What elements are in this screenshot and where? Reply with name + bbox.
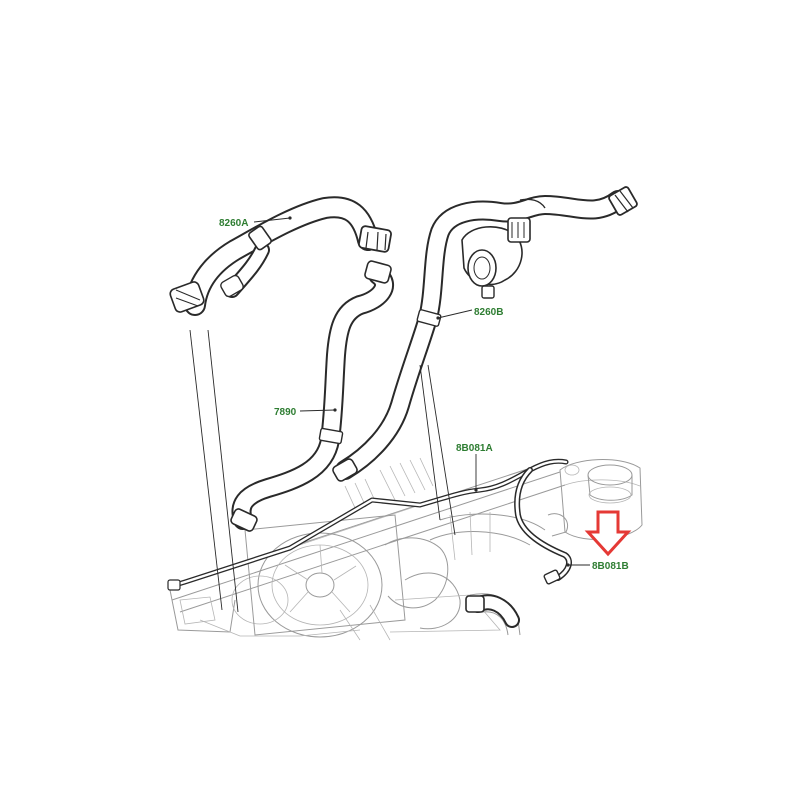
leader-lines <box>189 216 590 613</box>
engine-radiator-assembly <box>169 457 643 641</box>
label-8B081A: 8B081A <box>456 443 493 454</box>
pipe-8B081A[interactable] <box>167 458 569 591</box>
label-8260B: 8260B <box>474 307 503 318</box>
label-7890: 7890 <box>274 407 297 418</box>
part-labels: 8260A 7890 8260B 8B081A 8B081B <box>219 218 629 572</box>
arrow-down-outline-icon <box>584 510 632 557</box>
hose-8260B[interactable] <box>331 186 638 482</box>
thermostat-housing <box>461 198 546 299</box>
hose-7890[interactable] <box>230 260 394 532</box>
label-8260A: 8260A <box>219 218 248 229</box>
hose-8260A[interactable] <box>169 196 392 316</box>
expansion-tank <box>547 459 643 540</box>
label-8B081B: 8B081B <box>592 561 629 572</box>
hose-lower-right <box>465 594 520 628</box>
